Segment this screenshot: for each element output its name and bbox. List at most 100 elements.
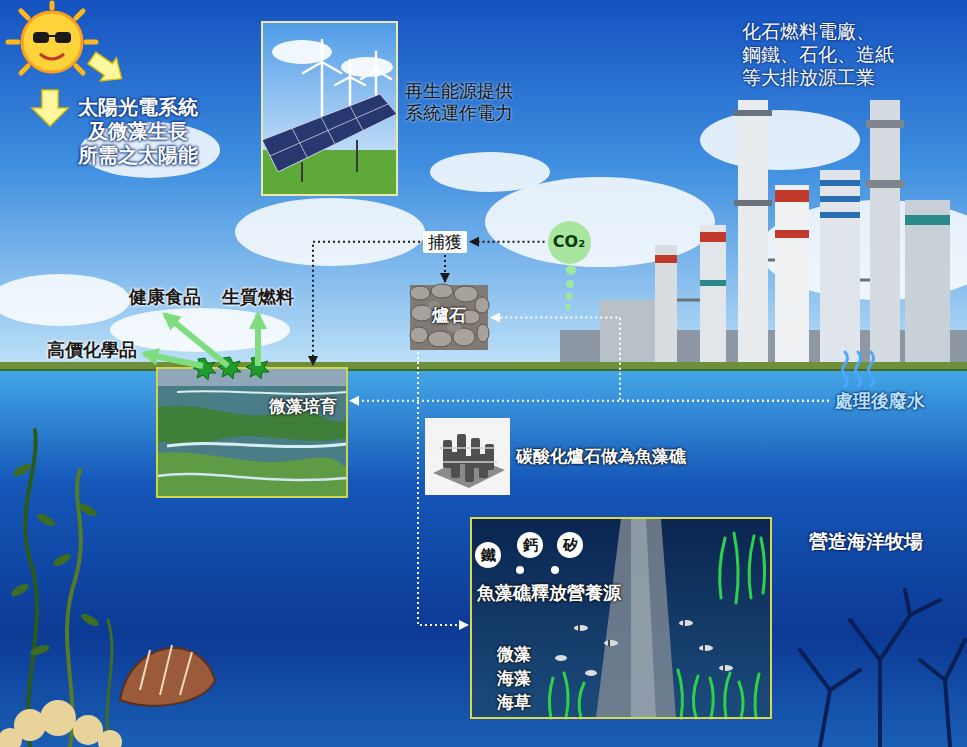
ocean-ranch-photo (683, 620, 685, 626)
slag-photo (477, 324, 489, 342)
ocean-ranch-photo (579, 620, 724, 671)
node-text: 微藻培育 (269, 396, 337, 416)
sun (8, 3, 96, 73)
node-subtext: 海草 (497, 692, 531, 712)
sunlight-arrow (84, 47, 130, 91)
reef-block-photo (443, 461, 497, 463)
ocean-ranch-photo (755, 674, 759, 718)
factory (700, 225, 726, 368)
shell (140, 645, 192, 695)
sky (700, 110, 860, 170)
seaweed (9, 430, 112, 747)
ocean-ranch-photo (549, 533, 764, 718)
reef-block-photo (465, 456, 474, 482)
flow-arrow (444, 255, 446, 282)
node-subtext: 微藻 (497, 644, 531, 664)
factory (905, 215, 950, 225)
solar-wind-photo (262, 22, 397, 195)
solar-wind-photo (262, 22, 397, 195)
sun (55, 32, 71, 43)
coral (98, 730, 122, 747)
nutrient-circle: 矽 (557, 532, 583, 558)
slag-box: 爐石 (410, 285, 488, 350)
factory (734, 110, 772, 116)
seaweed (51, 552, 72, 569)
ocean-ranch-photo (564, 673, 568, 718)
node-text: 鐵 (481, 546, 496, 564)
ocean-ranch-photo (749, 536, 754, 598)
factory (738, 100, 768, 368)
coral (40, 700, 76, 736)
factory (734, 200, 772, 206)
wastewater-flow (869, 352, 874, 386)
algae-culture-box: 微藻培育 (157, 368, 347, 497)
shell (120, 648, 215, 706)
seaweed (35, 512, 56, 529)
node-subtext: 魚藻礁釋放營養源 (477, 582, 621, 604)
ocean-ranch-photo (555, 655, 567, 661)
reef-block-photo (425, 418, 510, 495)
sea (0, 371, 967, 747)
sunlight-arrow (32, 90, 68, 126)
solar-wind-photo (292, 128, 308, 159)
nutrient-circle: 鐵 (475, 542, 501, 568)
product-label: 生質燃料 (220, 284, 296, 310)
seaweed (9, 462, 100, 658)
seaweed (77, 502, 98, 519)
factory (905, 200, 950, 368)
shell (120, 645, 215, 706)
sky (235, 198, 425, 266)
factory (775, 190, 809, 202)
reef-block-photo (439, 448, 497, 462)
factory (820, 180, 860, 186)
node-text: 健康食品 (129, 286, 201, 308)
shell (160, 645, 172, 695)
ocean-ranch-photo (549, 678, 553, 718)
slag-photo (431, 284, 453, 298)
solar-wind-photo (321, 62, 324, 122)
solar-wind-photo (270, 104, 388, 156)
solar-wind-photo (270, 104, 388, 159)
ocean-ranch-photo (703, 645, 705, 651)
ocean-ranch-photo (604, 640, 618, 646)
product-arrow (255, 315, 261, 366)
factory (866, 180, 904, 188)
solar-wind-photo (335, 77, 350, 85)
flow-arrow (313, 242, 420, 365)
algae-star (193, 358, 216, 380)
sun (49, 35, 55, 37)
solar-wind-photo (350, 106, 366, 136)
deep-coral (850, 590, 940, 747)
ocean-ranch-photo (578, 625, 580, 631)
coral (0, 728, 22, 747)
horizon (0, 369, 967, 371)
solar-wind-photo (356, 140, 358, 172)
energy-note: 太陽光電系統 及微藻生長 所需之太陽能 (75, 95, 201, 167)
factory (820, 212, 860, 218)
solar-wind-photo (262, 22, 397, 195)
solar-wind-photo (361, 70, 376, 79)
co2-bubbles (565, 304, 571, 310)
deep-coral (920, 640, 965, 747)
ocean-ranch-photo (725, 673, 730, 718)
connector-group (144, 242, 829, 625)
factory (775, 185, 809, 368)
ocean-ranch-photo (579, 683, 584, 718)
product-arrow (144, 354, 203, 366)
coral (0, 700, 122, 747)
ocean-ranch-box: 營造海洋牧場魚藻礁釋放營養源微藻海藻海草鐵鈣矽 (471, 518, 771, 718)
ocean-ranch-photo (555, 620, 733, 676)
seaweed (9, 582, 30, 599)
sun (22, 12, 82, 72)
ocean-ranch-photo (699, 645, 713, 651)
ocean-ranch-photo (678, 670, 682, 718)
algae-farm-photo (157, 368, 347, 497)
ocean-ranch-photo (471, 518, 771, 718)
sky (485, 177, 715, 267)
ocean-ranch-photo (761, 538, 765, 593)
ocean-ranch-photo (723, 665, 725, 671)
shell (140, 650, 150, 690)
solar-wind-photo (301, 162, 303, 182)
factory (860, 279, 870, 282)
